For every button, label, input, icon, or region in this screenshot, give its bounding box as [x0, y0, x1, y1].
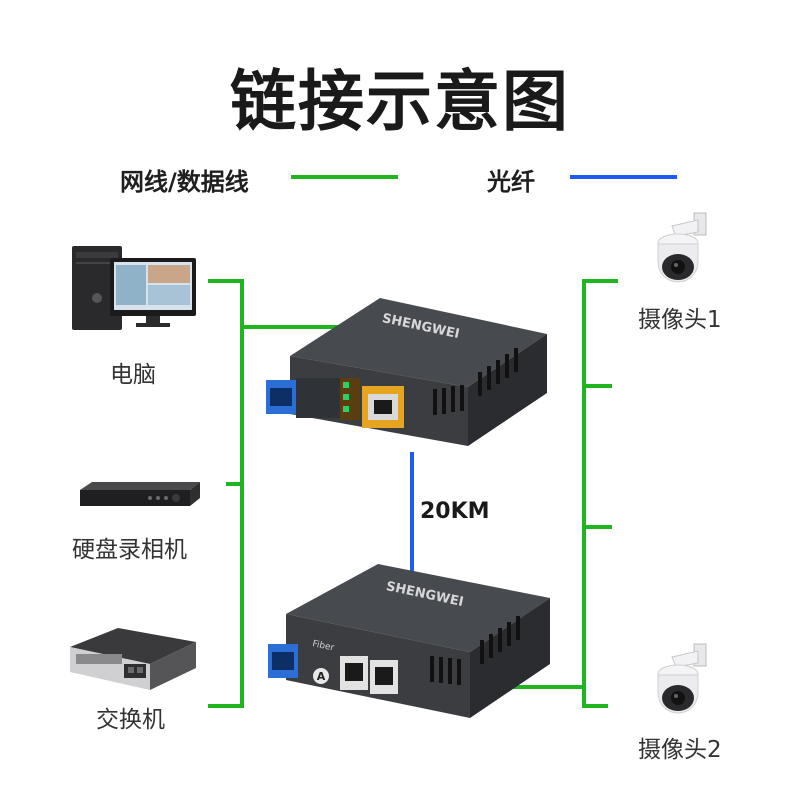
legend-fiber-label: 光纤: [487, 168, 535, 196]
camera2-label: 摄像头2: [638, 737, 722, 763]
fiber-port-label: Fiber: [311, 639, 335, 653]
switch-label: 交换机: [96, 707, 165, 733]
nvr-label: 硬盘录相机: [72, 537, 187, 563]
nvr-icon: [80, 482, 200, 506]
switch-icon: [70, 628, 196, 690]
fiber-port-marker: A: [317, 670, 326, 683]
camera1-label: 摄像头1: [638, 307, 722, 333]
left-cable-bus: [208, 279, 348, 708]
right-cable-bus: [480, 279, 618, 708]
media-converter-1-icon: SHENGWEI: [266, 298, 547, 446]
legend-cable-label: 网线/数据线: [120, 168, 249, 196]
computer-icon: [72, 246, 196, 330]
page-title: 链接示意图: [230, 63, 570, 140]
computer-label: 电脑: [110, 362, 156, 388]
media-converter-2-icon: A Fiber SHENGWEI: [268, 564, 550, 718]
camera1-icon: [657, 212, 707, 283]
camera2-icon: [657, 643, 707, 714]
fiber-distance-label: 20KM: [420, 499, 490, 524]
